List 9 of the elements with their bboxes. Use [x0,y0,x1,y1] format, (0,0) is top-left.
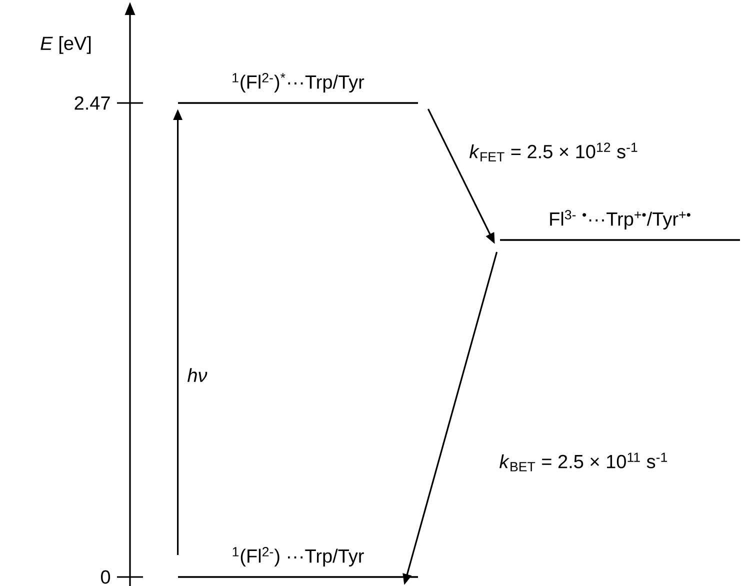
edge-label: hν [186,367,208,383]
tick-label: 0 [100,570,110,584]
tick-label: 2.47 [74,96,110,110]
edge-label: k$_{BET}$ = 2.5 × 10$^{11}$ s$^{-1}$ [498,452,670,472]
energy-level: $^{1}$(Fl$^{2-}$)$^{*}$···Trp/Tyr [178,73,418,104]
axis-label: E [eV] [40,36,91,54]
edge-label: k$_{FET}$ = 2.5 × 10$^{12}$ s$^{-1}$ [468,142,640,162]
energy-level: $^{1}$(Fl$^{2-}$) ···Trp/Tyr [178,547,418,578]
energy-level: Fl$^{3- •}$···Trp$^{+•}$/Tyr$^{+•}$ [500,210,740,241]
